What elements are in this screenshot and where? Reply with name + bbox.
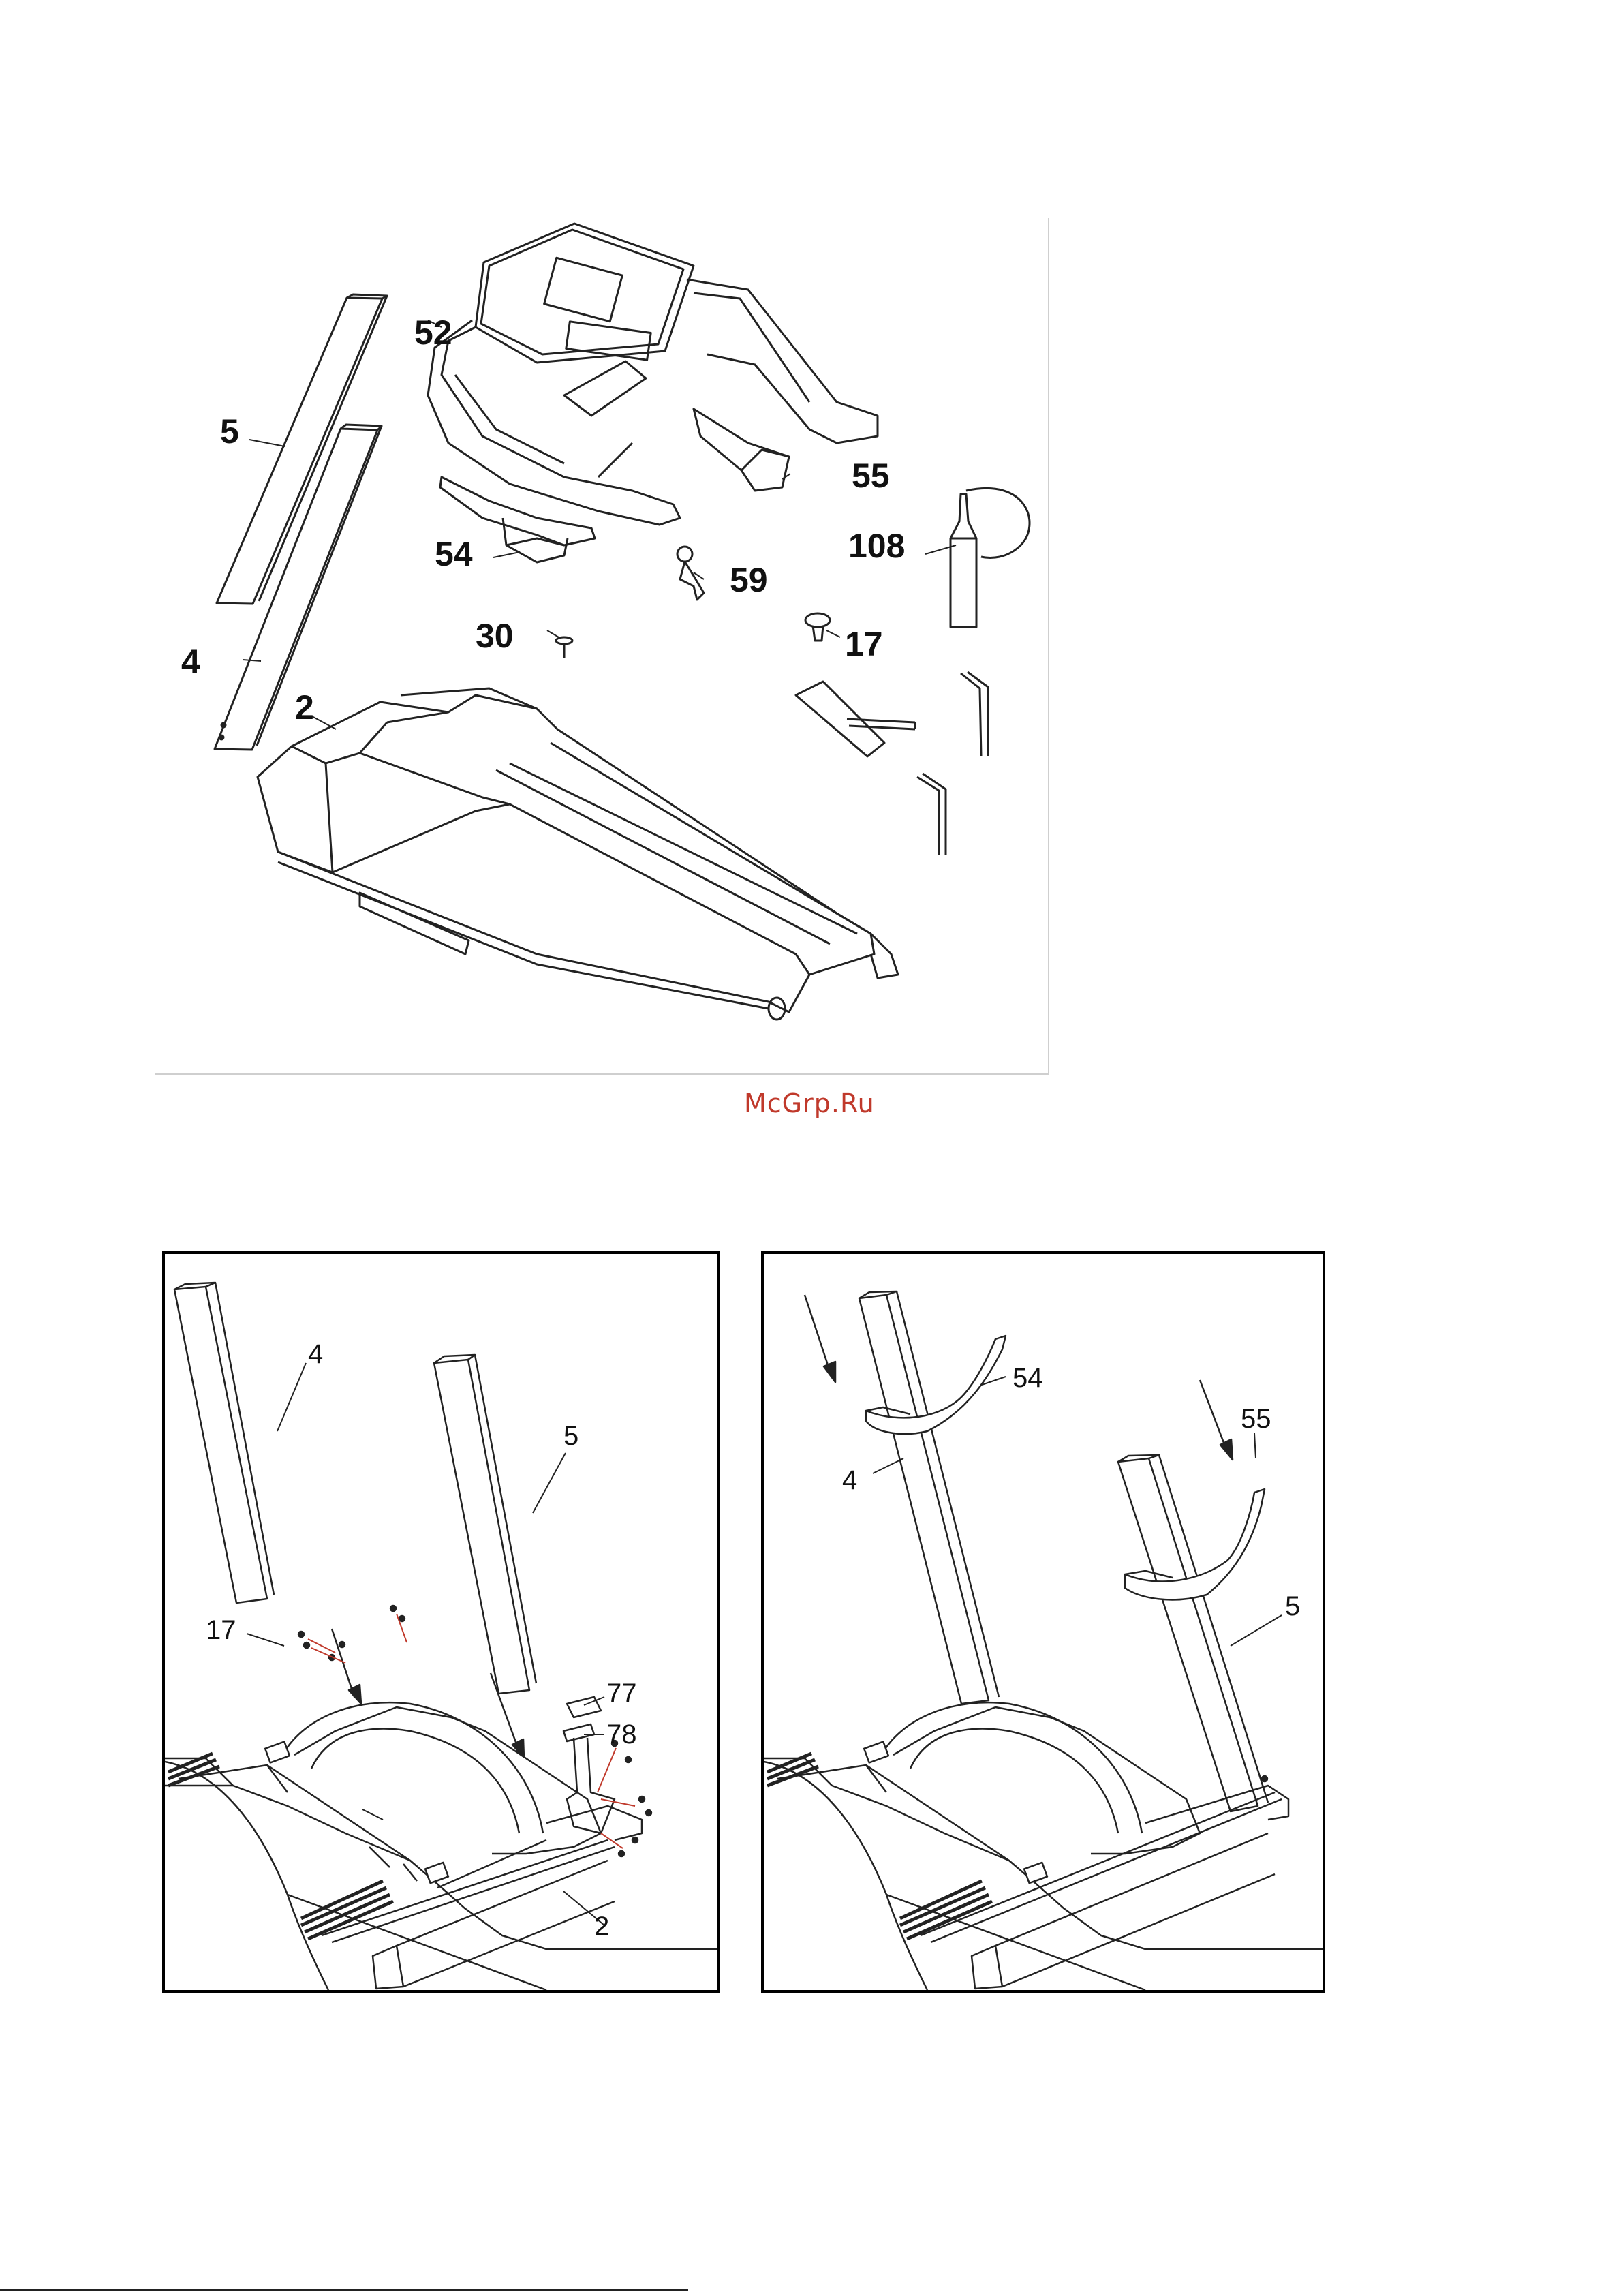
upright-4-drawing [174,1283,274,1603]
parts-overview-panel: 52 5 55 108 54 59 30 17 4 2 [155,218,1049,1075]
label-4: 4 [308,1339,323,1369]
label-55: 55 [1241,1404,1271,1434]
console-52-drawing [428,224,878,525]
oil-bottle-108-drawing [950,488,1030,627]
label-108: 108 [848,527,905,565]
footer-rule [0,2289,688,2291]
upright-5-drawing [434,1355,536,1694]
label-59: 59 [730,561,768,599]
screw-30-drawing [556,637,572,658]
label-5: 5 [220,412,239,450]
label-52: 52 [414,313,452,352]
bolt-17-drawing [805,613,830,641]
handle-55-drawing [694,409,789,491]
upright-5-drawing [1118,1455,1268,1811]
label-4: 4 [842,1465,857,1495]
motor-hood-drawing [373,1861,615,1989]
tools-drawing [796,672,988,855]
treadmill-base-2-drawing [258,688,898,1020]
label-17: 17 [206,1615,236,1645]
label-4: 4 [181,643,200,681]
label-17: 17 [845,625,883,663]
watermark-text: McGrp.Ru [744,1088,875,1118]
assembly-step1-panel: 4 5 17 77 78 2 [162,1251,720,1993]
arrow-down-left [805,1295,835,1382]
assembly-step2-panel: 54 55 4 5 [761,1251,1325,1993]
label-2: 2 [594,1912,609,1942]
label-78: 78 [606,1719,637,1749]
safety-key-59-drawing [677,547,704,600]
label-5: 5 [1285,1591,1300,1621]
label-54: 54 [435,535,473,573]
arrow-down-right [1200,1380,1233,1460]
parts-overview-drawing: 52 5 55 108 54 59 30 17 4 2 [155,218,1048,1073]
label-55: 55 [852,457,890,495]
upright-4-drawing [859,1291,999,1704]
label-54: 54 [1013,1363,1043,1393]
label-5: 5 [563,1421,578,1451]
assembly-step2-drawing: 54 55 4 5 [764,1254,1323,1990]
label-30: 30 [476,617,514,655]
arrow-down-left [332,1629,361,1704]
label-77: 77 [606,1679,637,1709]
label-2: 2 [295,688,314,726]
assembly-step1-drawing: 4 5 17 77 78 2 [165,1254,717,1990]
